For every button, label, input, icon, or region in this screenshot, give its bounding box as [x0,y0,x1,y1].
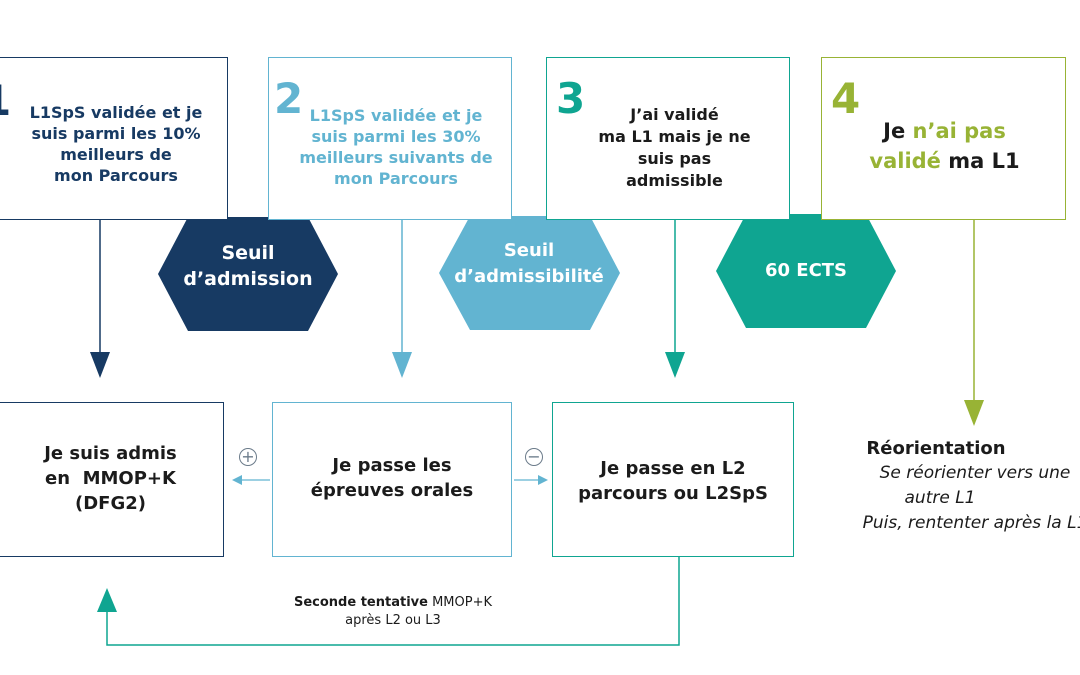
outcome-l2-text: Je passe en L2 parcours ou L2SpS [578,458,768,504]
case-4-box: 4 Je n’ai pas validé ma L1 [821,57,1066,220]
arrowhead-case4 [964,400,984,426]
arrowhead-to-admitted [232,475,242,485]
outcome-admitted-text: Je suis admis en MMOP+K (DFG2) [44,443,177,514]
case-4-number: 4 [831,74,861,123]
arrowhead-to-l2 [538,475,548,485]
outcome-admitted-box: Je suis admis en MMOP+K (DFG2) [0,402,224,557]
second-attempt-caption: Seconde tentative MMOP+K après L2 ou L3 [293,595,493,628]
case-2-text: L1SpS validée et je suis parmi les 30% m… [299,106,493,188]
hexagon-ects [716,214,896,328]
case-3-text: J’ai validé ma L1 mais je ne suis pas ad… [598,105,751,190]
case-3-box: 3 J’ai validé ma L1 mais je ne suis pas … [546,57,790,220]
minus-icon: − [525,448,543,466]
second-attempt-loop [106,557,680,646]
outcome-l2-box: Je passe en L2 parcours ou L2SpS [552,402,794,557]
hexagon-ects-label: 60 ECTS [764,260,848,281]
arrowhead-case3 [665,352,685,378]
hexagon-admission-label: Seuil d’admission [183,242,313,290]
case-4-text: Je n’ai pas validé ma L1 [869,119,1020,173]
case-2-number: 2 [274,74,304,123]
case-2-box: 2 L1SpS validée et je suis parmi les 30%… [268,57,512,220]
outcome-orals-text: Je passe les épreuves orales [310,455,474,501]
reorientation-block: Réorientation Se réorienter vers une aut… [820,437,1080,536]
arrowhead-case2 [392,352,412,378]
plus-icon: + [239,448,257,466]
arrowhead-case1 [90,352,110,378]
hexagon-admissibility-label: Seuil d’admissibilité [454,240,604,287]
arrowhead-second-attempt [97,588,117,612]
case-1-box: 1 L1SpS validée et je suis parmi les 10%… [0,57,228,220]
hexagon-admission [158,217,338,331]
case-1-number: 1 [0,80,11,122]
case-1-text: L1SpS validée et je suis parmi les 10% m… [29,103,203,185]
reorientation-title: Réorientation [866,438,1006,459]
reorientation-text: Se réorienter vers une autre L1 Puis, re… [862,463,1080,533]
case-3-number: 3 [556,74,586,123]
hexagon-admissibility [439,216,620,330]
outcome-orals-box: Je passe les épreuves orales [272,402,512,557]
